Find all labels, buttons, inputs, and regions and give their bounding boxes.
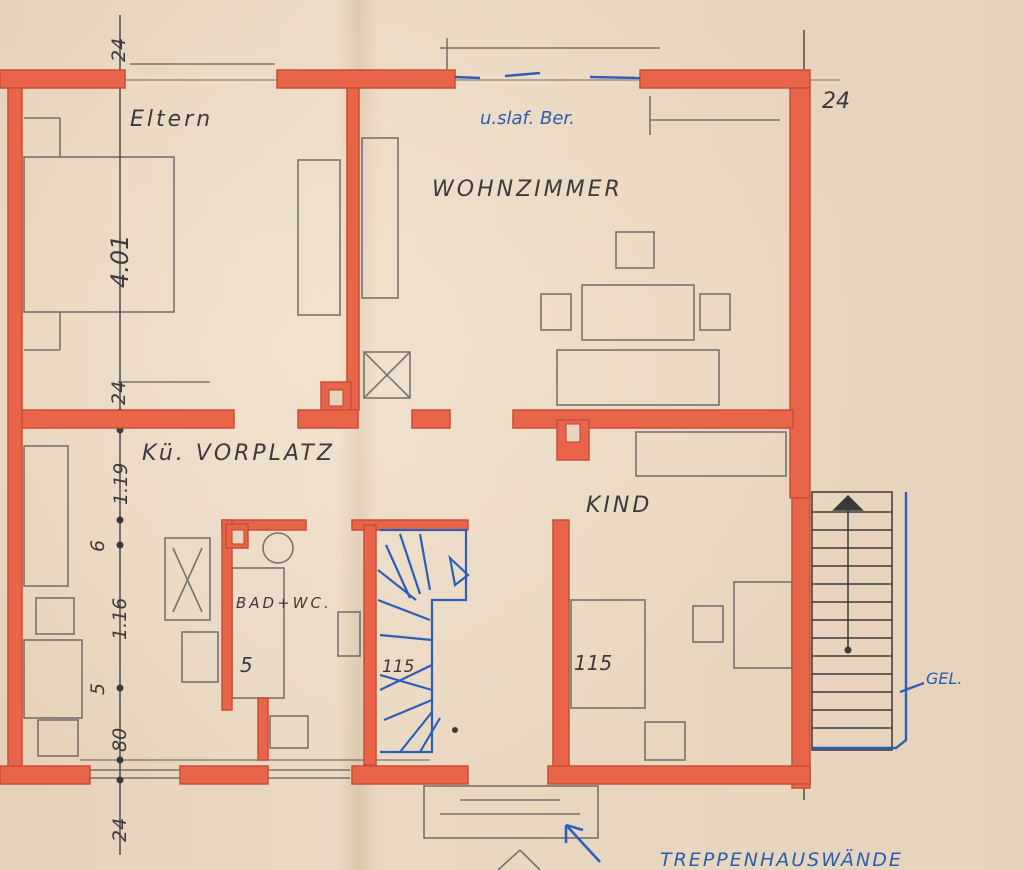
room-label-eltern: Eltern [130, 107, 213, 132]
pencil-furniture [23, 38, 793, 870]
room-label-badwc: BAD+WC. [236, 594, 332, 612]
dim-5: 5 [87, 683, 109, 695]
wall-openings [231, 389, 581, 545]
dim-401: 4.01 [106, 235, 134, 288]
dim-80: 80 [109, 728, 131, 752]
annotation-schlaf-ber: u.slaf. Ber. [480, 108, 575, 129]
room-label-kind: KIND [586, 493, 652, 518]
dim-stair-115: 115 [382, 657, 414, 677]
interior-staircase [377, 528, 470, 754]
dim-mid-24: 24 [108, 381, 130, 405]
annotation-treppenhaus: TREPPENHAUSWÄNDE [660, 848, 903, 870]
room-label-kueche-vorplatz: Kü. VORPLATZ [142, 441, 335, 466]
dim-right-24: 24 [822, 89, 850, 114]
dim-116: 1.16 [109, 598, 131, 640]
dim-bottom-24: 24 [109, 818, 131, 842]
dim-6: 6 [87, 540, 109, 552]
exterior-staircase [811, 491, 893, 751]
railing [812, 492, 925, 750]
room-labels: Eltern WOHNZIMMER Kü. VORPLATZ KIND BAD+… [130, 107, 652, 612]
dimension-labels: 24 24 4.01 24 1.19 6 1.16 5 80 24 115 11… [87, 38, 850, 842]
dim-119: 1.19 [110, 463, 132, 505]
dim-top-24: 24 [108, 38, 130, 62]
room-label-wohnzimmer: WOHNZIMMER [432, 177, 623, 202]
window-markings [454, 71, 641, 80]
annotation-gel: GEL. [926, 669, 963, 688]
entry-arrow [564, 823, 601, 863]
dim-bad-5: 5 [240, 653, 253, 677]
dim-kind-115: 115 [574, 651, 612, 675]
ink-annotations: u.slaf. Ber. GEL. TREPPENHAUSWÄNDE [480, 108, 963, 870]
